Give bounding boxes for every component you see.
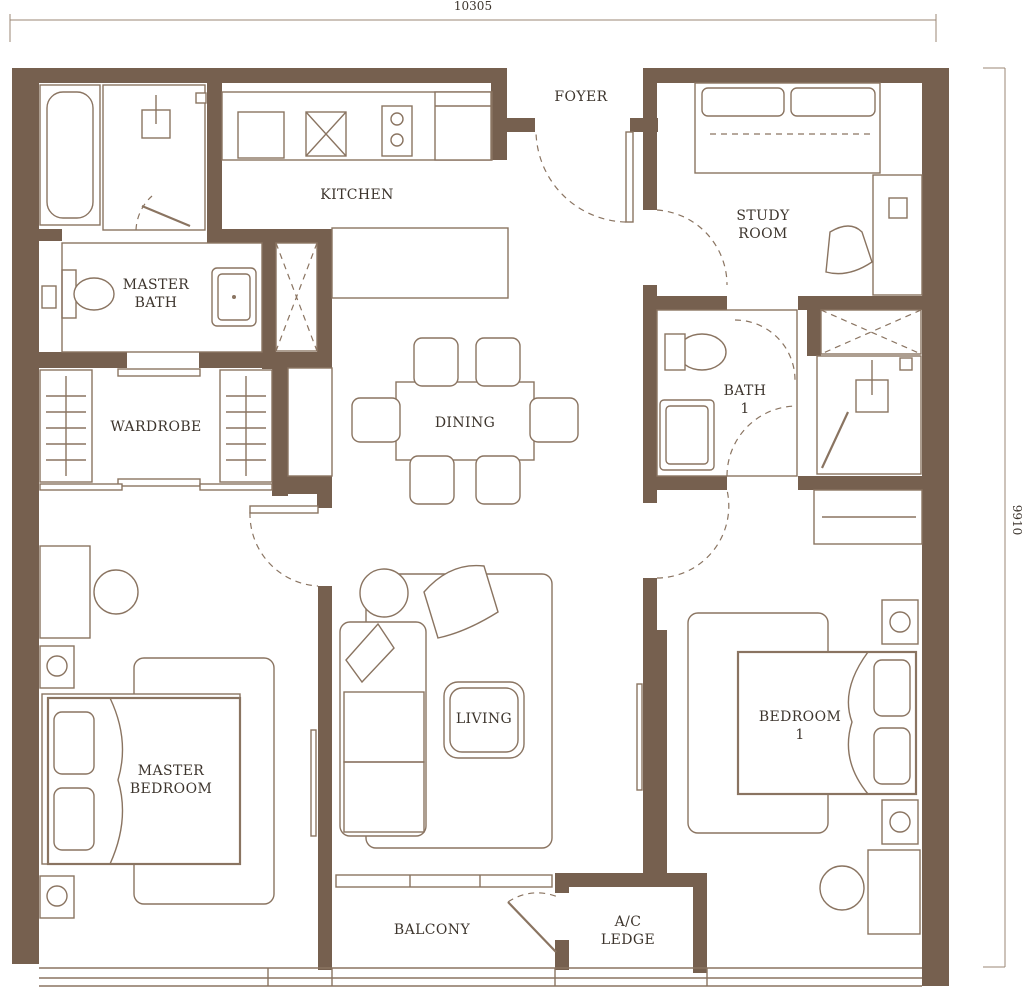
label-bath-line1: BATH (724, 383, 767, 399)
kitchen-fixtures (221, 91, 509, 299)
label-balcony: BALCONY (394, 922, 471, 938)
label-kitchen: KITCHEN (320, 187, 394, 203)
dining-set (249, 337, 579, 587)
label-dining: DINING (435, 415, 495, 431)
label-master-bedroom-line2: BEDROOM (130, 781, 212, 797)
foyer-door (535, 131, 728, 286)
label-wardrobe: WARDROBE (110, 419, 201, 435)
master-bedroom-fixtures (39, 545, 275, 919)
walls (12, 68, 949, 986)
study-fixtures (694, 82, 923, 296)
bedroom1-wardrobe (656, 489, 923, 579)
label-study-line2: ROOM (738, 226, 787, 242)
label-study-line1: STUDY (736, 208, 790, 224)
living-set (339, 564, 553, 849)
label-living: LIVING (456, 711, 512, 727)
label-master-bedroom-line1: MASTER (138, 763, 205, 779)
label-master-bath-line1: MASTER (123, 277, 190, 293)
label-foyer: FOYER (554, 89, 607, 105)
label-ac-line1: A/C (614, 914, 642, 930)
bedroom1-fixtures (687, 599, 921, 935)
width-dimension: 10305 (9, 0, 937, 42)
room-labels: FOYER KITCHEN STUDY ROOM MASTER BATH WAR… (110, 89, 841, 948)
bath1-fixtures (656, 309, 922, 477)
balcony-door (507, 892, 561, 953)
label-bath-line2: 1 (740, 401, 749, 417)
height-dimension-label: 9910 (1010, 505, 1024, 536)
label-bedroom-line1: BEDROOM (759, 709, 841, 725)
height-dimension: 9910 (983, 67, 1024, 968)
windows (39, 368, 922, 987)
master-bath-fixtures (39, 84, 318, 353)
width-dimension-label: 10305 (454, 0, 492, 13)
master-wardrobe-fixtures (39, 367, 333, 483)
label-master-bath-line2: BATH (135, 295, 178, 311)
label-ac-line2: LEDGE (601, 932, 655, 948)
label-bedroom-line2: 1 (795, 727, 804, 743)
